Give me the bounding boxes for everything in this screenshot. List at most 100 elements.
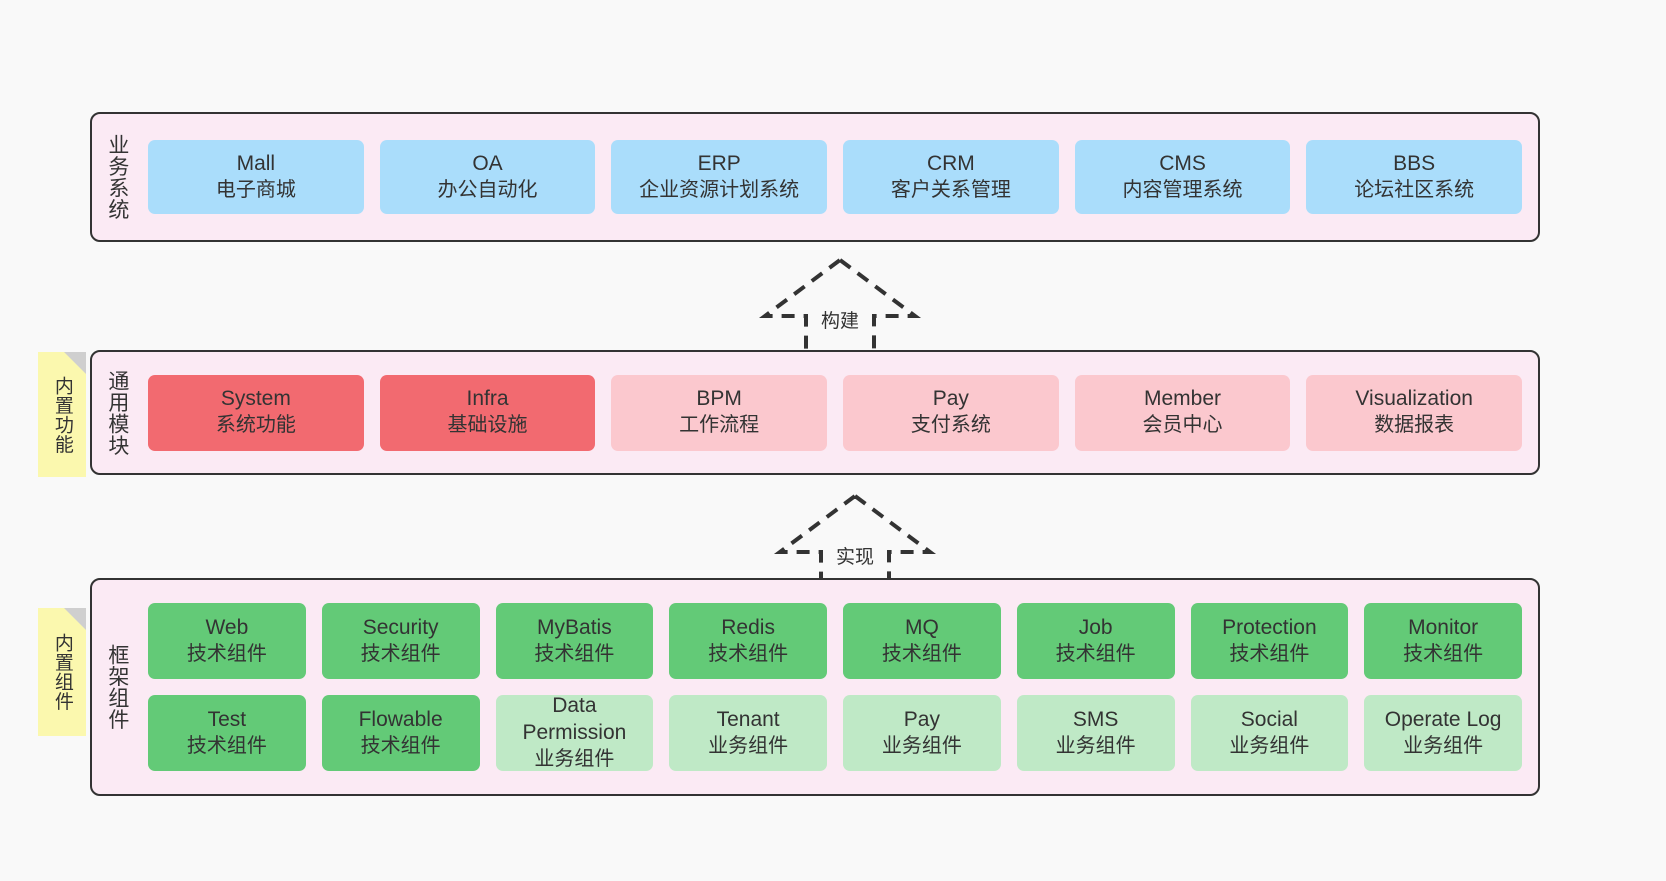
sticky-fold-corner-icon bbox=[64, 352, 86, 374]
box-job[interactable]: Job 技术组件 bbox=[1016, 603, 1175, 679]
box-tenant-title: Tenant bbox=[716, 707, 780, 731]
box-crm[interactable]: CRM 客户关系管理 bbox=[843, 140, 1059, 214]
box-web-title: Web bbox=[205, 615, 249, 639]
band-business-systems: 业务系统 Mall 电子商城 OA 办公自动化 ERP 企业资源计划系统 CRM… bbox=[90, 112, 1540, 242]
band-body-business-systems: Mall 电子商城 OA 办公自动化 ERP 企业资源计划系统 CRM 客户关系… bbox=[142, 114, 1538, 240]
box-bpm-subtitle: 工作流程 bbox=[679, 414, 760, 437]
box-bbs[interactable]: BBS 论坛社区系统 bbox=[1306, 140, 1523, 214]
box-visualization-title: Visualization bbox=[1355, 387, 1473, 411]
band-label-common-modules: 通用模块 bbox=[105, 369, 129, 456]
box-flowable-title: Flowable bbox=[358, 707, 443, 731]
sticky-note-builtin-components-label: 内置组件 bbox=[51, 633, 73, 711]
box-data-permission-title: Data Permission bbox=[522, 694, 627, 745]
box-mybatis-subtitle: 技术组件 bbox=[534, 642, 615, 665]
sticky-fold-corner-icon bbox=[64, 608, 86, 630]
box-data-permission-subtitle: 业务组件 bbox=[534, 748, 615, 771]
box-mall[interactable]: Mall 电子商城 bbox=[148, 140, 364, 214]
box-social-subtitle: 业务组件 bbox=[1229, 734, 1310, 757]
box-operate-log[interactable]: Operate Log 业务组件 bbox=[1364, 695, 1522, 771]
box-flowable[interactable]: Flowable 技术组件 bbox=[321, 695, 480, 771]
arrow-implement-icon bbox=[773, 493, 937, 590]
box-member-title: Member bbox=[1144, 387, 1222, 411]
box-job-title: Job bbox=[1078, 615, 1113, 639]
box-operate-log-title: Operate Log bbox=[1384, 707, 1502, 731]
sticky-note-builtin-components: 内置组件 bbox=[38, 608, 86, 736]
box-mybatis[interactable]: MyBatis 技术组件 bbox=[495, 603, 654, 679]
box-redis-subtitle: 技术组件 bbox=[708, 642, 789, 665]
box-pay-component-subtitle: 业务组件 bbox=[881, 734, 962, 757]
box-sms-subtitle: 业务组件 bbox=[1055, 734, 1136, 757]
box-member-subtitle: 会员中心 bbox=[1142, 414, 1223, 437]
box-job-subtitle: 技术组件 bbox=[1055, 642, 1136, 665]
band-framework-components: 框架组件 Web 技术组件 Security 技术组件 MyBatis 技术组件… bbox=[90, 578, 1540, 796]
arrow-build-label: 构建 bbox=[820, 311, 859, 332]
common-modules-row: System 系统功能 Infra 基础设施 BPM 工作流程 Pay 支付系统… bbox=[148, 374, 1523, 451]
box-infra-subtitle: 基础设施 bbox=[447, 414, 528, 437]
box-infra[interactable]: Infra 基础设施 bbox=[379, 374, 596, 451]
box-mq-subtitle: 技术组件 bbox=[881, 642, 962, 665]
box-data-permission[interactable]: Data Permission 业务组件 bbox=[495, 694, 654, 771]
box-web[interactable]: Web 技术组件 bbox=[148, 603, 306, 679]
box-test[interactable]: Test 技术组件 bbox=[148, 695, 306, 771]
arrow-implement-label: 实现 bbox=[835, 547, 874, 568]
box-security-title: Security bbox=[362, 615, 439, 639]
box-cms-subtitle: 内容管理系统 bbox=[1122, 178, 1243, 201]
box-test-subtitle: 技术组件 bbox=[186, 734, 267, 757]
box-monitor[interactable]: Monitor 技术组件 bbox=[1364, 603, 1522, 679]
box-operate-log-subtitle: 业务组件 bbox=[1403, 734, 1484, 757]
box-pay-module-subtitle: 支付系统 bbox=[910, 414, 991, 437]
box-security[interactable]: Security 技术组件 bbox=[321, 603, 480, 679]
box-mall-subtitle: 电子商城 bbox=[215, 178, 296, 201]
box-test-title: Test bbox=[207, 707, 247, 731]
box-redis[interactable]: Redis 技术组件 bbox=[669, 603, 827, 679]
box-pay-component[interactable]: Pay 业务组件 bbox=[843, 695, 1001, 771]
box-cms-title: CMS bbox=[1159, 151, 1206, 175]
box-tenant-subtitle: 业务组件 bbox=[708, 734, 789, 757]
band-body-framework-components: Web 技术组件 Security 技术组件 MyBatis 技术组件 Redi… bbox=[142, 580, 1538, 794]
box-system[interactable]: System 系统功能 bbox=[148, 374, 364, 451]
arrow-implement: 实现 bbox=[770, 490, 940, 592]
box-mall-title: Mall bbox=[236, 151, 276, 175]
box-security-subtitle: 技术组件 bbox=[360, 642, 441, 665]
band-body-common-modules: System 系统功能 Infra 基础设施 BPM 工作流程 Pay 支付系统… bbox=[142, 352, 1538, 473]
framework-components-row-1: Web 技术组件 Security 技术组件 MyBatis 技术组件 Redi… bbox=[148, 603, 1522, 679]
box-visualization[interactable]: Visualization 数据报表 bbox=[1306, 374, 1523, 451]
box-mq-title: MQ bbox=[904, 615, 939, 639]
box-visualization-subtitle: 数据报表 bbox=[1374, 414, 1455, 437]
box-bbs-title: BBS bbox=[1393, 151, 1436, 175]
sticky-note-builtin-features-label: 内置功能 bbox=[51, 375, 73, 454]
sticky-note-builtin-features: 内置功能 bbox=[38, 352, 86, 477]
box-tenant[interactable]: Tenant 业务组件 bbox=[669, 695, 827, 771]
box-system-subtitle: 系统功能 bbox=[215, 414, 296, 437]
box-redis-title: Redis bbox=[721, 615, 775, 639]
box-member[interactable]: Member 会员中心 bbox=[1074, 374, 1291, 451]
box-flowable-subtitle: 技术组件 bbox=[360, 734, 441, 757]
box-erp-subtitle: 企业资源计划系统 bbox=[639, 178, 800, 201]
band-common-modules: 通用模块 System 系统功能 Infra 基础设施 BPM 工作流程 Pay… bbox=[90, 350, 1540, 475]
box-system-title: System bbox=[220, 387, 291, 411]
box-cms[interactable]: CMS 内容管理系统 bbox=[1074, 140, 1291, 214]
box-protection[interactable]: Protection 技术组件 bbox=[1190, 603, 1349, 679]
box-social-title: Social bbox=[1240, 707, 1298, 731]
box-erp[interactable]: ERP 企业资源计划系统 bbox=[611, 140, 828, 214]
box-sms-title: SMS bbox=[1072, 707, 1119, 731]
box-social[interactable]: Social 业务组件 bbox=[1190, 695, 1349, 771]
box-crm-title: CRM bbox=[926, 151, 975, 175]
box-oa-title: OA bbox=[472, 151, 503, 175]
box-oa-subtitle: 办公自动化 bbox=[437, 178, 538, 201]
box-pay-module[interactable]: Pay 支付系统 bbox=[843, 374, 1059, 451]
arrow-build-icon bbox=[758, 257, 922, 354]
box-bpm[interactable]: BPM 工作流程 bbox=[611, 374, 828, 451]
band-label-business-systems: 业务系统 bbox=[105, 134, 129, 220]
band-label-framework-components: 框架组件 bbox=[105, 644, 129, 730]
box-monitor-subtitle: 技术组件 bbox=[1403, 642, 1484, 665]
box-bbs-subtitle: 论坛社区系统 bbox=[1354, 178, 1475, 201]
box-sms[interactable]: SMS 业务组件 bbox=[1016, 695, 1175, 771]
box-infra-title: Infra bbox=[466, 387, 509, 411]
box-protection-subtitle: 技术组件 bbox=[1229, 642, 1310, 665]
arrow-build: 构建 bbox=[755, 254, 925, 356]
box-oa[interactable]: OA 办公自动化 bbox=[379, 140, 596, 214]
box-mq[interactable]: MQ 技术组件 bbox=[843, 603, 1001, 679]
box-monitor-title: Monitor bbox=[1408, 615, 1479, 639]
